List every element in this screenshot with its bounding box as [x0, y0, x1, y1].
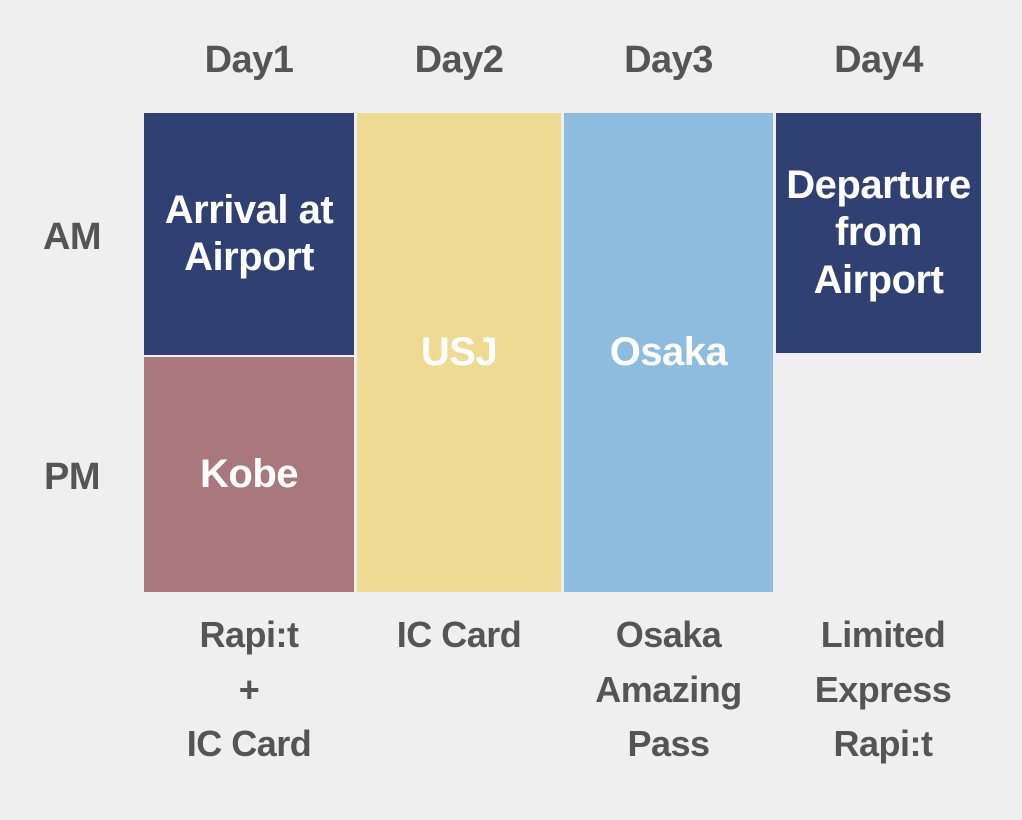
schedule-block-day1-am-label: Arrival at Airport: [164, 187, 334, 279]
row-label-am: AM: [42, 216, 102, 258]
schedule-block-day1-am: Arrival at Airport: [144, 113, 354, 355]
column-header-day3: Day3: [624, 39, 713, 81]
schedule-block-day2-allday: USJ: [357, 113, 561, 592]
transport-note-day3: Osaka Amazing Pass: [595, 614, 742, 765]
schedule-block-day1-pm-label: Kobe: [200, 451, 299, 496]
schedule-block-day4-am: Departure from Airport: [776, 113, 981, 353]
column-header-day1: Day1: [204, 39, 294, 81]
transport-note-day4: Limited Express Rapi:t: [814, 614, 952, 765]
schedule-block-day2-label: USJ: [420, 329, 498, 374]
row-label-pm: PM: [44, 456, 101, 498]
schedule-block-day4-am-label: Departure from Airport: [786, 163, 971, 302]
schedule-block-day3-label: Osaka: [609, 329, 728, 374]
schedule-block-day3-allday: Osaka: [564, 113, 773, 592]
schedule-block-day1-pm: Kobe: [144, 357, 354, 592]
transport-note-day1: Rapi:t + IC Card: [186, 614, 312, 765]
column-header-day4: Day4: [834, 39, 923, 81]
transport-note-day2: IC Card: [396, 614, 522, 655]
column-header-day2: Day2: [414, 39, 504, 81]
